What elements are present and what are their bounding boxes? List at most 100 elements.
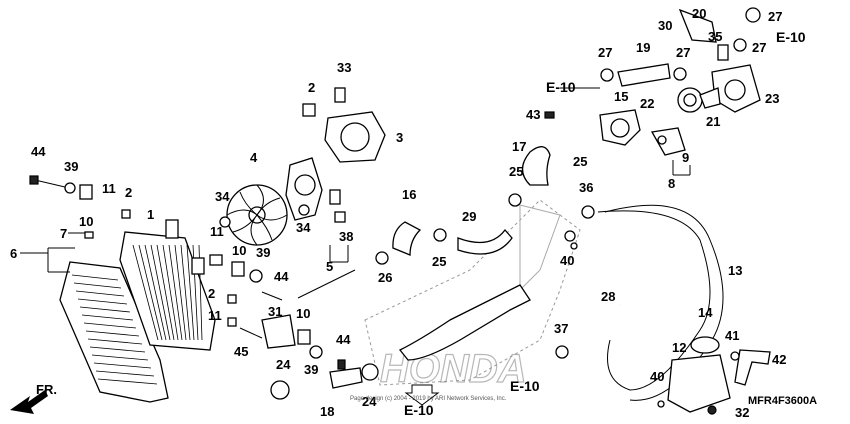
callout-29: 29 xyxy=(462,209,476,224)
reservoir-tank xyxy=(667,336,731,415)
callout-44b: 44 xyxy=(274,269,289,284)
callout-38: 38 xyxy=(339,229,353,244)
callout-40a: 40 xyxy=(560,253,574,268)
callout-39a: 39 xyxy=(64,159,78,174)
front-direction-arrow: FR. xyxy=(10,382,57,414)
callout-43: 43 xyxy=(526,107,540,122)
callout-1: 1 xyxy=(147,207,154,222)
radiator-fin-line xyxy=(138,244,163,341)
fan-motor xyxy=(285,157,346,223)
callout-26: 26 xyxy=(378,270,392,285)
honda-watermark-text: HONDA xyxy=(380,347,527,391)
callout-40b: 40 xyxy=(650,369,664,384)
radiator-fin-line xyxy=(174,244,187,341)
shroud-grille-line xyxy=(79,306,131,313)
radiator-fin-line xyxy=(180,244,191,341)
callout-12: 12 xyxy=(672,340,686,355)
callout-2b: 2 xyxy=(208,286,215,301)
front-direction-label: FR. xyxy=(36,382,57,397)
callout-25c: 25 xyxy=(432,254,446,269)
callout-28: 28 xyxy=(601,289,615,304)
callout-4: 4 xyxy=(250,150,258,165)
callout-27a: 27 xyxy=(598,45,612,60)
callout-24a: 24 xyxy=(276,357,291,372)
callout-37: 37 xyxy=(554,321,568,336)
callout-35: 35 xyxy=(708,29,722,44)
callout-3: 3 xyxy=(396,130,403,145)
callout-33: 33 xyxy=(337,60,351,75)
callout-39b: 39 xyxy=(256,245,270,260)
e10-reference-4: E-10 xyxy=(404,402,434,418)
shroud-grille-line xyxy=(97,378,158,385)
callout-17: 17 xyxy=(512,139,526,154)
shroud-grille-line xyxy=(71,274,119,281)
cooling-fan xyxy=(226,184,288,246)
callout-27b: 27 xyxy=(676,45,690,60)
callout-31: 31 xyxy=(268,304,282,319)
shroud-grille-line xyxy=(87,338,143,345)
shroud-grille-line xyxy=(95,370,155,377)
callout-45: 45 xyxy=(234,344,248,359)
shroud-grille-line xyxy=(75,290,125,297)
reference-labels: E-10 E-10 E-10 E-10 xyxy=(404,29,806,418)
callout-18: 18 xyxy=(320,404,334,419)
callout-2a: 2 xyxy=(125,185,132,200)
shroud-grille-line xyxy=(89,346,146,353)
leader-lines xyxy=(20,87,691,299)
callout-34b: 34 xyxy=(296,220,311,235)
diagram-code: MFR4F3600A xyxy=(748,395,817,407)
callout-6: 6 xyxy=(10,246,17,261)
callout-42: 42 xyxy=(772,352,786,367)
callout-34a: 34 xyxy=(215,189,230,204)
hoses xyxy=(329,63,771,401)
shroud-grille-line xyxy=(81,314,134,321)
radiator-fin-line xyxy=(168,244,183,341)
callout-22: 22 xyxy=(640,96,654,111)
callout-21: 21 xyxy=(706,114,720,129)
callout-27d: 27 xyxy=(752,40,766,55)
fasteners xyxy=(29,111,740,408)
callout-20: 20 xyxy=(692,6,706,21)
callout-14: 14 xyxy=(698,305,713,320)
radiator-fin-line xyxy=(144,244,167,341)
callout-41: 41 xyxy=(725,328,739,343)
e10-down-arrow xyxy=(404,384,440,406)
radiator-fin-line xyxy=(162,244,179,341)
callout-11a: 11 xyxy=(102,181,116,196)
callout-24b: 24 xyxy=(362,394,377,409)
callout-44c: 44 xyxy=(336,332,351,347)
copyright-notice: Page design (c) 2004 - 2019 by ARI Netwo… xyxy=(350,396,507,402)
fan-shroud-bracket xyxy=(302,87,386,163)
e10-reference-2: E-10 xyxy=(776,29,806,45)
callout-15: 15 xyxy=(614,89,628,104)
callout-19: 19 xyxy=(636,40,650,55)
callout-13: 13 xyxy=(728,263,742,278)
callout-16: 16 xyxy=(402,187,416,202)
callout-11c: 11 xyxy=(208,308,222,323)
shroud-grille-line xyxy=(93,362,152,369)
radiator-fin-line xyxy=(132,244,159,341)
callout-30: 30 xyxy=(658,18,672,33)
radiator-fin-line xyxy=(186,244,195,341)
callout-25a: 25 xyxy=(509,164,523,179)
e10-reference-3: E-10 xyxy=(510,378,540,394)
callout-23: 23 xyxy=(765,91,779,106)
callout-10c: 10 xyxy=(296,306,310,321)
e10-reference-1: E-10 xyxy=(546,79,576,95)
radiator xyxy=(119,219,216,351)
callout-8: 8 xyxy=(668,176,675,191)
shroud-grille-line xyxy=(73,282,122,289)
callout-10a: 10 xyxy=(79,214,93,229)
callout-10b: 10 xyxy=(232,243,246,258)
callout-7: 7 xyxy=(60,226,67,241)
callout-2c: 2 xyxy=(308,80,315,95)
shroud-grille-line xyxy=(91,354,149,361)
thermostat-housing xyxy=(599,7,761,156)
shroud-grille-line xyxy=(77,298,128,305)
callout-27c: 27 xyxy=(768,9,782,24)
lower-hardware xyxy=(261,193,595,400)
callout-32: 32 xyxy=(735,405,749,420)
radiator-shroud xyxy=(59,261,169,403)
callout-39c: 39 xyxy=(304,362,318,377)
